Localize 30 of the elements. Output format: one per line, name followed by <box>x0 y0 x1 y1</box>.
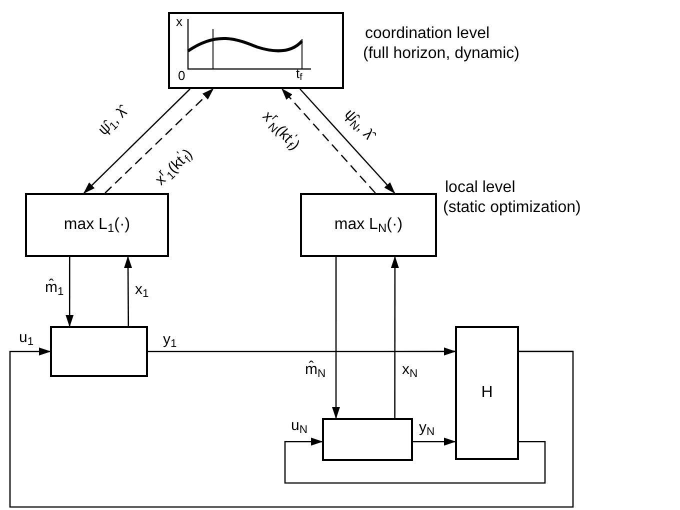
edge-label: m̂$_{N}$ <box>304 362 327 377</box>
axis-label: 0 <box>178 69 186 82</box>
process-box <box>455 326 519 460</box>
arrow <box>390 256 399 418</box>
process-box <box>300 193 437 257</box>
edge-label: m̂$_{1}$ <box>44 280 65 295</box>
level-note: (full horizon, dynamic) <box>363 44 520 64</box>
arrow <box>83 88 190 194</box>
arrow <box>148 347 456 356</box>
level-note: (static optimization) <box>443 198 581 218</box>
coordination-box <box>168 12 344 89</box>
arrow <box>300 88 396 194</box>
arrow <box>66 257 74 327</box>
plant-box <box>322 418 413 461</box>
level-note: local level <box>445 178 516 198</box>
arrow <box>332 257 340 419</box>
level-note: coordination level <box>365 24 490 44</box>
axis-label: t$_{f}$ <box>296 67 302 80</box>
arrow <box>9 348 574 508</box>
process-box <box>25 193 169 257</box>
arrow <box>284 438 546 484</box>
box-label: H <box>481 383 493 403</box>
axis-label: x <box>176 15 182 28</box>
dashed-arrow <box>281 88 376 194</box>
arrow <box>413 438 456 446</box>
arrow <box>124 256 132 326</box>
box-label: max L$_{1}$(·) <box>64 215 130 237</box>
dashed-arrow <box>104 88 214 194</box>
plant-box <box>50 326 148 377</box>
box-label: max L$_{N}$(·) <box>334 215 403 237</box>
